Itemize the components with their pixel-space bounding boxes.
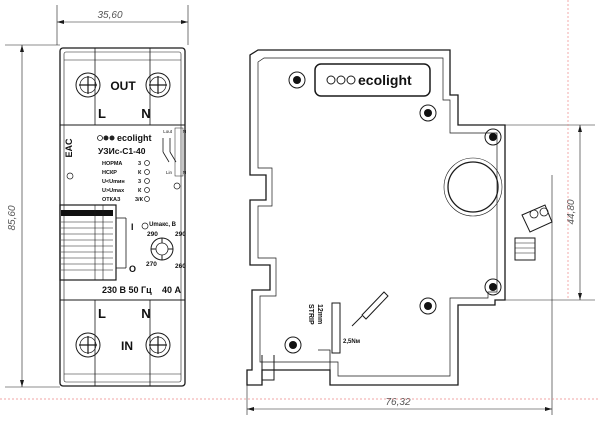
knob-label: Umакс, В (149, 222, 177, 228)
bottom-input-label: IN (121, 339, 133, 353)
led-indicator (144, 178, 150, 184)
indicator-label: НОРМА (102, 161, 122, 167)
front-view: OUT L N EAC ecolight УЗИс-С1-40 Lout N L… (59, 47, 186, 387)
bottom-terminal-block: L N IN (60, 299, 185, 386)
rivet-icon (419, 104, 437, 122)
rating-voltage: 230 В 50 Гц (102, 285, 152, 295)
knob-value: 270 (146, 261, 157, 268)
led-indicator (144, 196, 150, 202)
indicator-label: ОТКАЗ (102, 197, 121, 203)
top-terminal-l: L (98, 106, 106, 121)
adjuster-knob-icon (514, 204, 553, 261)
knob-value: 290 (147, 231, 158, 238)
model-name: УЗИс-С1-40 (98, 146, 146, 156)
switch-symbol: Lout N Lin N (162, 127, 186, 177)
front-width-value: 35,60 (97, 10, 122, 21)
top-terminal-n: N (141, 106, 150, 121)
indicator-code: К (138, 170, 142, 176)
screw-icon (145, 72, 171, 98)
strip-label: STRIP (307, 304, 314, 325)
side-brand-name: ecolight (358, 72, 412, 88)
dimension-side-width: 76,32 (246, 175, 553, 415)
position-off-label: O (129, 264, 136, 274)
front-panel: EAC ecolight УЗИс-С1-40 Lout N Lin N (59, 127, 186, 295)
position-on-label: I (131, 222, 134, 232)
knob-value: 290 (175, 231, 186, 238)
rivet-icon (284, 336, 302, 354)
indicator-code: 3 (138, 179, 141, 185)
screw-icon (145, 332, 171, 358)
rivet-icon (288, 71, 306, 89)
rating-current: 40 А (162, 285, 182, 295)
front-height-value: 85,60 (7, 205, 18, 230)
indicator-list: НОРМА 3 НСКР К U<Umин 3 U>Umax К ОТКАЗ 3… (102, 160, 150, 203)
led-indicator (144, 160, 150, 166)
indicator-label: НСКР (102, 170, 117, 176)
led-indicator (144, 169, 150, 175)
indicator-code: 3/К (135, 197, 144, 203)
strip-length-label: 12mm (316, 304, 323, 324)
toggle-lever[interactable] (59, 204, 127, 281)
screwdriver-icon (351, 291, 389, 327)
screw-icon (75, 332, 101, 358)
wire-strip-gauge: 12mm STRIP (307, 302, 341, 354)
torque-label: 2,5Nм (343, 339, 361, 345)
side-width-value: 76,32 (385, 397, 410, 408)
screw-icon (75, 72, 101, 98)
brand-logo: ecolight (97, 133, 152, 143)
led-indicator (144, 187, 150, 193)
indicator-label: U>Umax (102, 188, 125, 194)
indicator-code: К (138, 188, 142, 194)
side-brand-plate: ecolight (314, 63, 431, 97)
voltage-knob[interactable] (150, 237, 174, 261)
knob-value: 260 (175, 263, 186, 270)
brand-name: ecolight (117, 133, 152, 143)
dimension-side-height: 44,80 (505, 124, 595, 301)
top-output-label: OUT (110, 79, 136, 93)
indicator-code: 3 (138, 161, 141, 167)
dimension-front-width: 35,60 (56, 5, 189, 45)
indicator-label: U<Umин (102, 179, 125, 185)
eac-mark: EAC (64, 138, 74, 158)
rivet-icon (484, 278, 502, 296)
svg-text:N: N (183, 170, 186, 175)
side-view: ecolight (246, 49, 553, 386)
svg-text:Lout: Lout (163, 129, 173, 134)
rivet-icon (484, 128, 502, 146)
bottom-terminal-n: N (141, 306, 150, 321)
rivet-icon (419, 297, 437, 315)
side-height-value: 44,80 (566, 199, 577, 224)
din-rail-hole (443, 157, 503, 217)
bottom-terminal-l: L (98, 306, 106, 321)
dimension-front-height: 85,60 (5, 44, 60, 388)
svg-text:Lin: Lin (166, 170, 173, 175)
top-terminal-block: OUT L N (60, 48, 185, 126)
svg-text:N: N (183, 129, 186, 134)
